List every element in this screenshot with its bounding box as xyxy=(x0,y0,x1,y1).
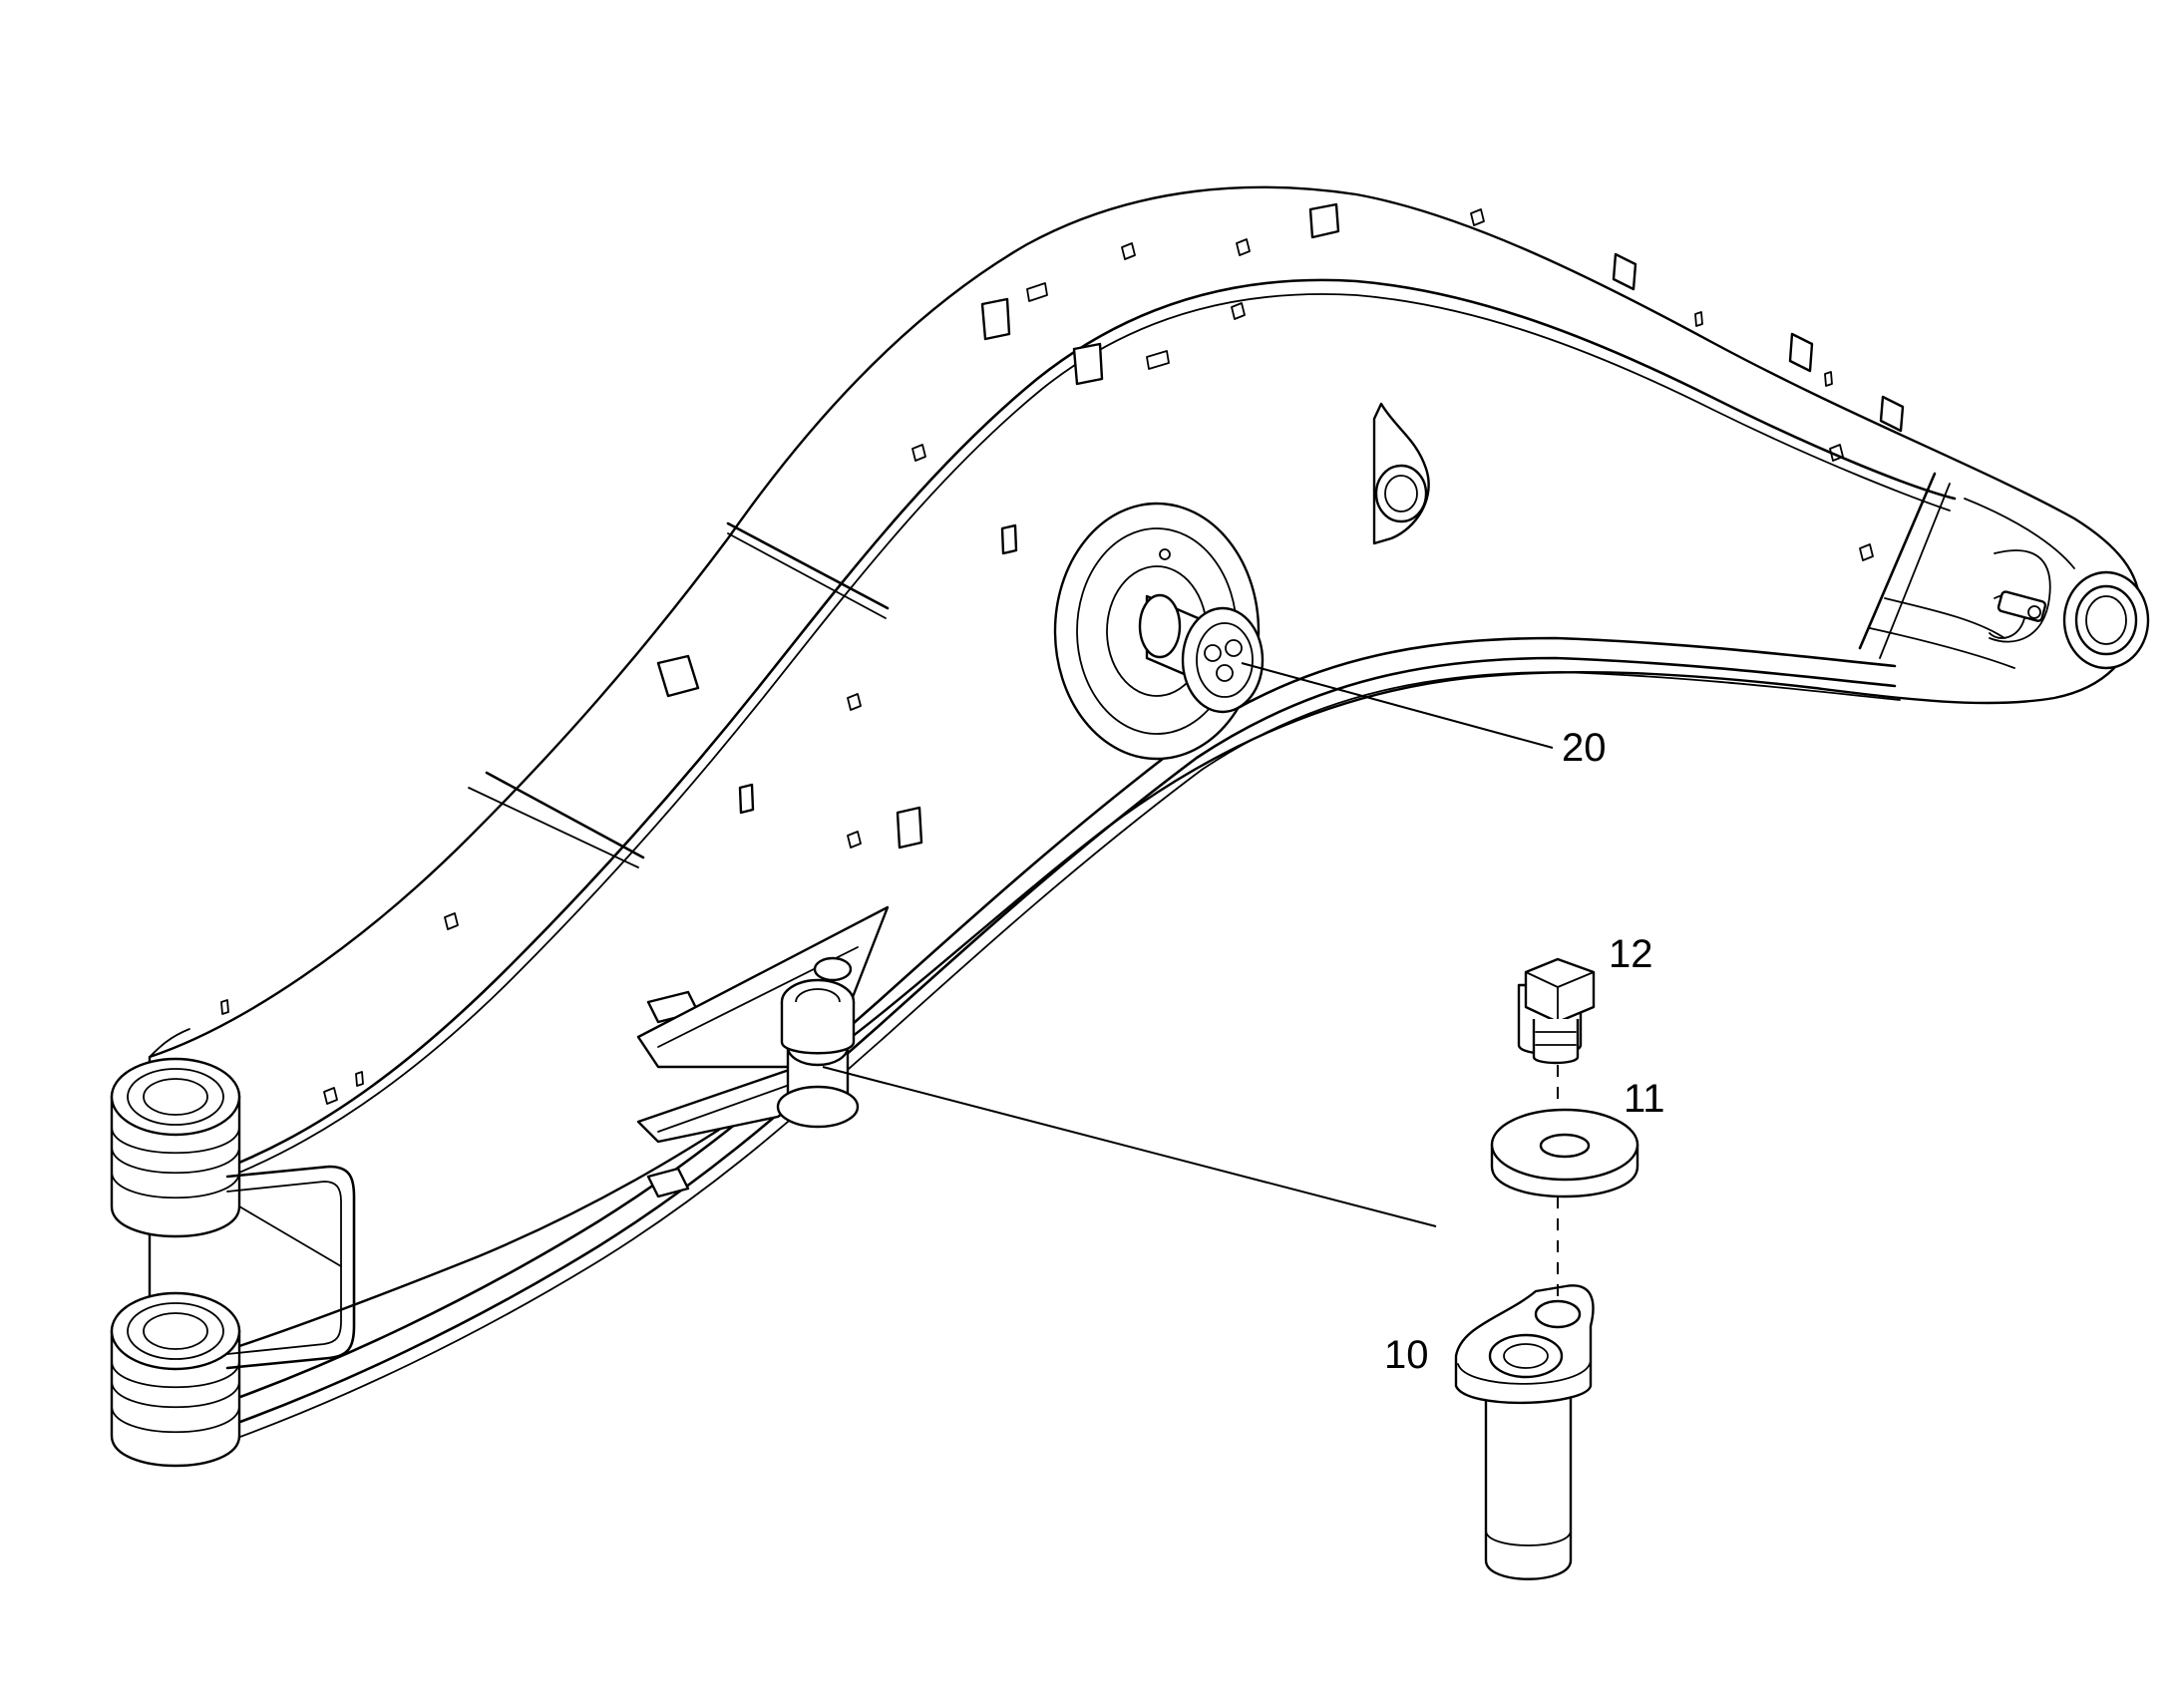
leader-lines xyxy=(822,662,1559,1296)
item-12-bolt xyxy=(1517,957,1596,1065)
item-10-installed xyxy=(636,905,890,1144)
item-10-pin xyxy=(1454,1284,1595,1580)
callout-20: 20 xyxy=(1562,726,1607,770)
item-20-roller xyxy=(1053,502,1265,761)
side-boss-plate xyxy=(1372,402,1430,545)
callout-11: 11 xyxy=(1624,1077,1665,1121)
callout-12: 12 xyxy=(1609,932,1653,976)
boom-foot-web xyxy=(225,1165,356,1370)
item-11-washer xyxy=(1490,1108,1639,1198)
boom-tip-bushing xyxy=(1989,549,2150,670)
boom-foot-bushing-upper xyxy=(110,1057,241,1238)
boom-foot-bushing-lower xyxy=(110,1291,241,1468)
callout-10: 10 xyxy=(1384,1333,1429,1377)
boom-arm xyxy=(148,185,2141,1442)
